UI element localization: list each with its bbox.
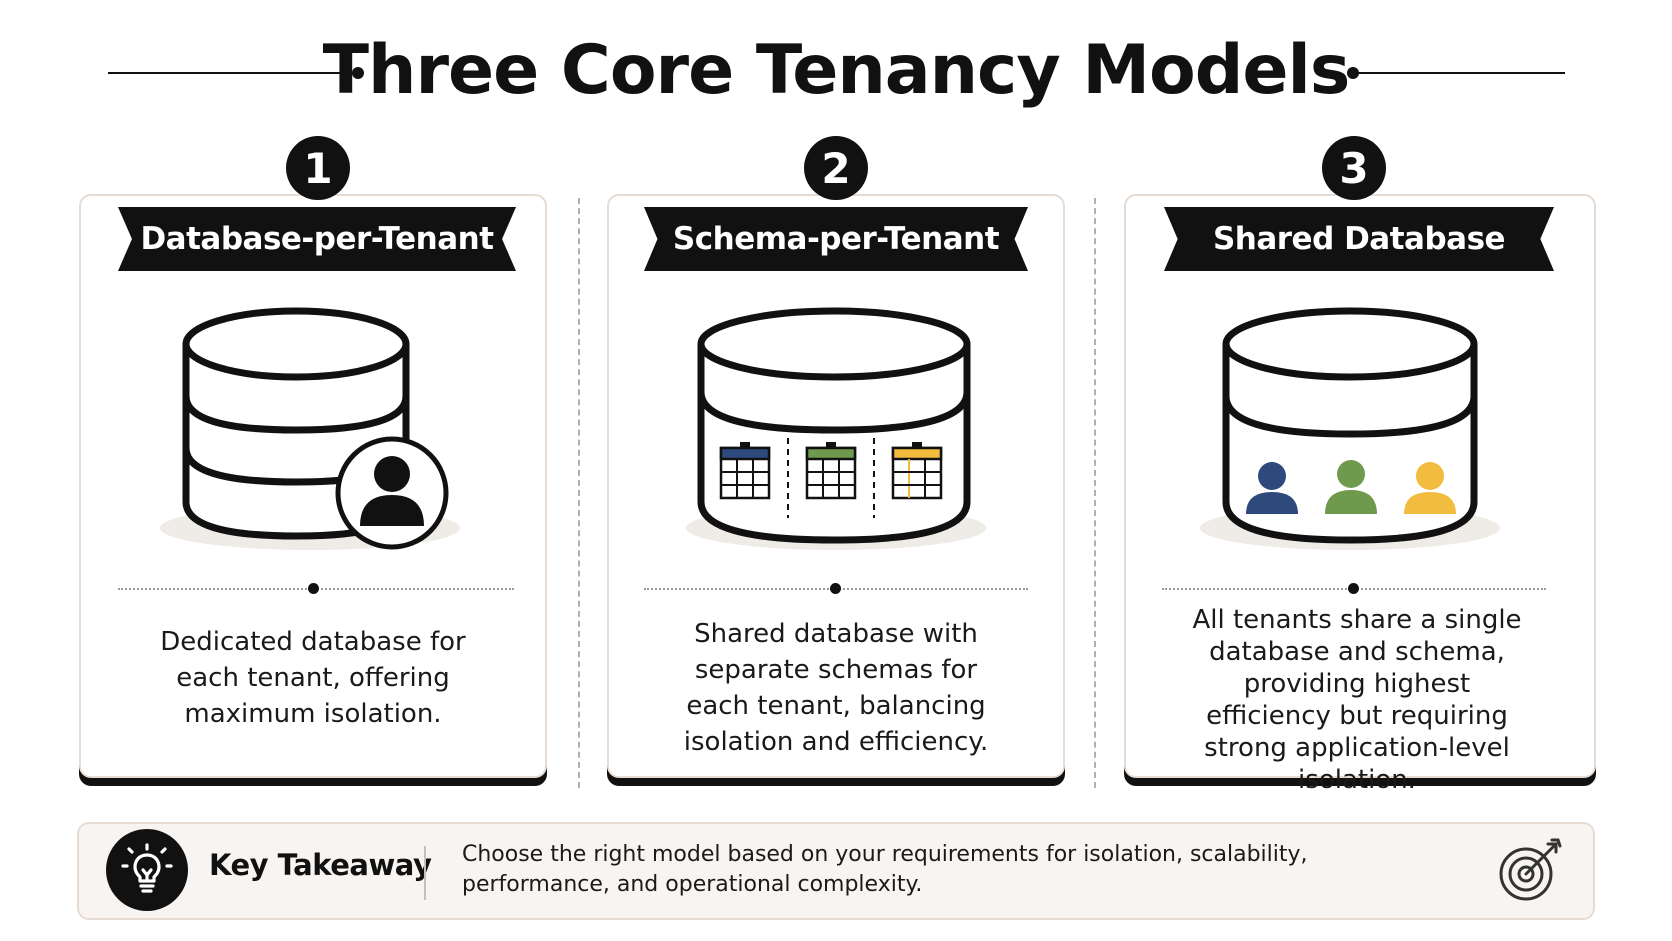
page-title: Three Core Tenancy Models xyxy=(322,31,1351,110)
title-rule-right-dot xyxy=(1347,67,1359,79)
database-with-single-user-icon xyxy=(160,307,460,550)
model-description-2: Shared database with separate schemas fo… xyxy=(683,619,989,757)
key-takeaway-panel xyxy=(77,822,1595,920)
column-divider-1 xyxy=(578,198,580,788)
target-dart-icon xyxy=(1499,838,1562,901)
column-divider-2 xyxy=(1094,198,1096,788)
model-description-1: Dedicated database for each tenant, offe… xyxy=(160,627,466,729)
model-title-ribbon-3: Shared Database xyxy=(1164,207,1554,271)
key-takeaway-title: Key Takeaway xyxy=(209,848,432,882)
key-takeaway-separator xyxy=(424,846,426,900)
title-rule-left-dot xyxy=(352,67,364,79)
model-number-badge-1: 1 xyxy=(286,136,350,200)
model-number-badge-3: 3 xyxy=(1322,136,1386,200)
lightbulb-icon xyxy=(106,829,188,911)
model-number-badge-2: 2 xyxy=(804,136,868,200)
database-with-three-schema-tables-icon xyxy=(686,307,986,550)
separator-dot-2 xyxy=(830,583,841,594)
title-rule-left xyxy=(108,72,356,74)
key-takeaway-text: Choose the right model based on your req… xyxy=(462,842,1308,897)
model-title-ribbon-2: Schema-per-Tenant xyxy=(644,207,1028,271)
title-rule-right xyxy=(1355,72,1565,74)
model-card-shared-database xyxy=(1124,194,1596,778)
model-description-3: All tenants share a single database and … xyxy=(1192,605,1522,795)
separator-dot-1 xyxy=(308,583,319,594)
database-with-three-users-icon xyxy=(1200,307,1500,550)
model-title-ribbon-1: Database-per-Tenant xyxy=(118,207,516,271)
separator-dot-3 xyxy=(1348,583,1359,594)
